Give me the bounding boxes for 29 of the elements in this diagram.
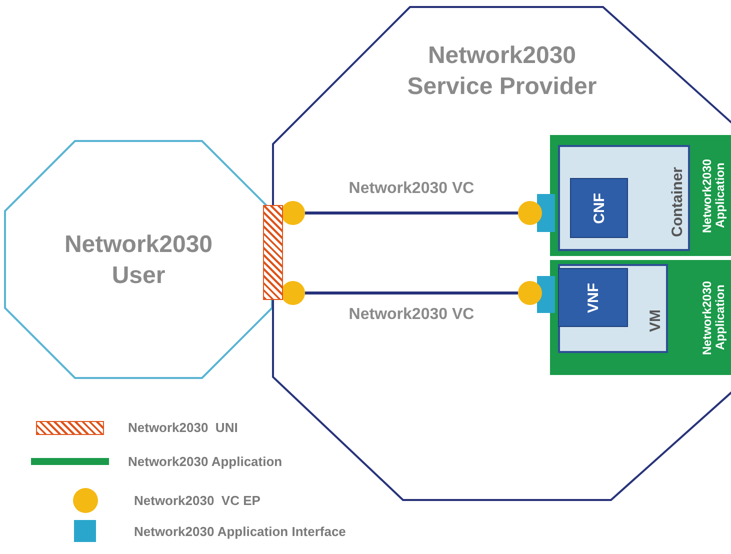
function-label: VNF bbox=[584, 282, 602, 312]
legend-text: Network2030 UNI bbox=[128, 420, 238, 435]
runtime-box bbox=[558, 264, 668, 353]
edge-label: Network2030 VC bbox=[348, 180, 474, 198]
application-panel bbox=[550, 135, 731, 256]
runtime-label: VM bbox=[648, 308, 664, 334]
endpoint-circle bbox=[518, 201, 542, 225]
node-title: Network2030 User bbox=[63, 230, 214, 290]
connector-line bbox=[305, 212, 518, 214]
legend-text: Network2030 VC EP bbox=[134, 493, 260, 508]
panel-label: Network2030 Application bbox=[700, 157, 727, 235]
runtime-label: Container bbox=[670, 166, 686, 240]
hatched-interface-bar bbox=[263, 205, 283, 300]
function-box bbox=[558, 268, 628, 327]
endpoint-circle bbox=[281, 201, 305, 225]
runtime-box bbox=[558, 145, 690, 251]
function-box bbox=[570, 178, 628, 238]
node-title: Network2030 Service Provider bbox=[406, 41, 598, 102]
panel-label: Network2030 Application bbox=[700, 279, 727, 357]
function-label: CNF bbox=[590, 192, 608, 224]
interface-square bbox=[537, 276, 555, 313]
edge-label: Network2030 VC bbox=[348, 306, 474, 324]
connector-line bbox=[305, 292, 518, 294]
endpoint-circle bbox=[518, 281, 542, 305]
legend-text: Network2030 Application Interface bbox=[134, 524, 346, 538]
endpoint-circle bbox=[281, 281, 305, 305]
application-panel bbox=[550, 260, 731, 375]
interface-square bbox=[537, 194, 555, 232]
legend-text: Network2030 Application bbox=[128, 454, 282, 469]
